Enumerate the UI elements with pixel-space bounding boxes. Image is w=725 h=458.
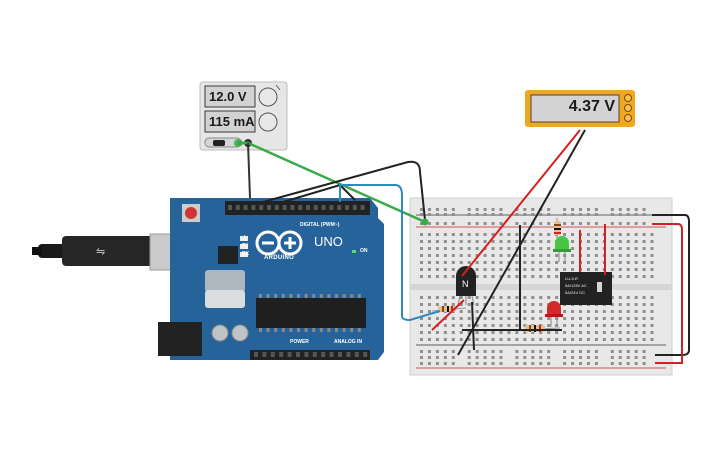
power-pins-label: POWER: [290, 339, 309, 345]
multimeter[interactable]: [525, 90, 635, 127]
npn-transistor[interactable]: [456, 266, 476, 306]
power-switch[interactable]: [213, 140, 225, 146]
led-label-tx: TX: [242, 243, 249, 249]
meter-terminal-v[interactable]: [624, 114, 632, 122]
current-knob[interactable]: [258, 112, 278, 132]
relay-label-1: 5A/125V AC: [565, 283, 587, 288]
transistor-label: N: [462, 279, 469, 289]
wire-black-meter[interactable]: [457, 129, 586, 356]
on-label: ON: [360, 248, 368, 254]
meter-terminal-com[interactable]: [624, 104, 632, 112]
wire-black-gnd[interactable]: [262, 160, 426, 221]
current-readout: 115 mA: [209, 114, 255, 129]
voltage-knob[interactable]: [258, 87, 278, 107]
wire-black-rail[interactable]: [652, 214, 690, 356]
usb-cable[interactable]: ⇋: [32, 233, 183, 271]
wire-red-meter[interactable]: [461, 129, 581, 277]
relay[interactable]: [560, 272, 612, 305]
multimeter-readout: 4.37 V: [568, 98, 615, 115]
red-led[interactable]: [545, 301, 563, 327]
led-label-l: L: [244, 235, 248, 241]
arduino-uno-board[interactable]: [158, 198, 384, 360]
wire-blue-signal[interactable]: [339, 184, 441, 322]
relay-label-0: LU-5-R: [565, 276, 578, 281]
wire-black-emitter[interactable]: [471, 301, 475, 351]
wire-black-psu-negative[interactable]: [247, 142, 251, 199]
resistor-led-green[interactable]: [554, 218, 561, 242]
usb-icon: ⇋: [96, 246, 105, 258]
relay-label-2: 5A/24V DC: [565, 290, 586, 295]
breadboard[interactable]: [409, 197, 673, 376]
digital-pins-label: DIGITAL (PWM~): [300, 222, 340, 228]
arduino-brand: ARDUINO: [264, 255, 295, 261]
wire-endpoints: [237, 140, 429, 226]
led-label-rx: RX: [242, 251, 249, 257]
voltage-readout: 12.0 V: [209, 89, 247, 104]
microcontroller-chip: [256, 298, 366, 328]
wire-red-base[interactable]: [431, 299, 465, 331]
power-jack: [158, 322, 202, 356]
voltage-display: [204, 85, 256, 108]
power-supply[interactable]: [199, 81, 288, 151]
wire-red-rail[interactable]: [652, 223, 683, 364]
current-display: [204, 110, 256, 133]
analog-pins-label: ANALOG IN: [334, 339, 363, 345]
arduino-model: UNO: [314, 234, 343, 249]
green-led[interactable]: [553, 236, 571, 262]
meter-display: [530, 94, 620, 123]
meter-terminal-a[interactable]: [624, 94, 632, 102]
